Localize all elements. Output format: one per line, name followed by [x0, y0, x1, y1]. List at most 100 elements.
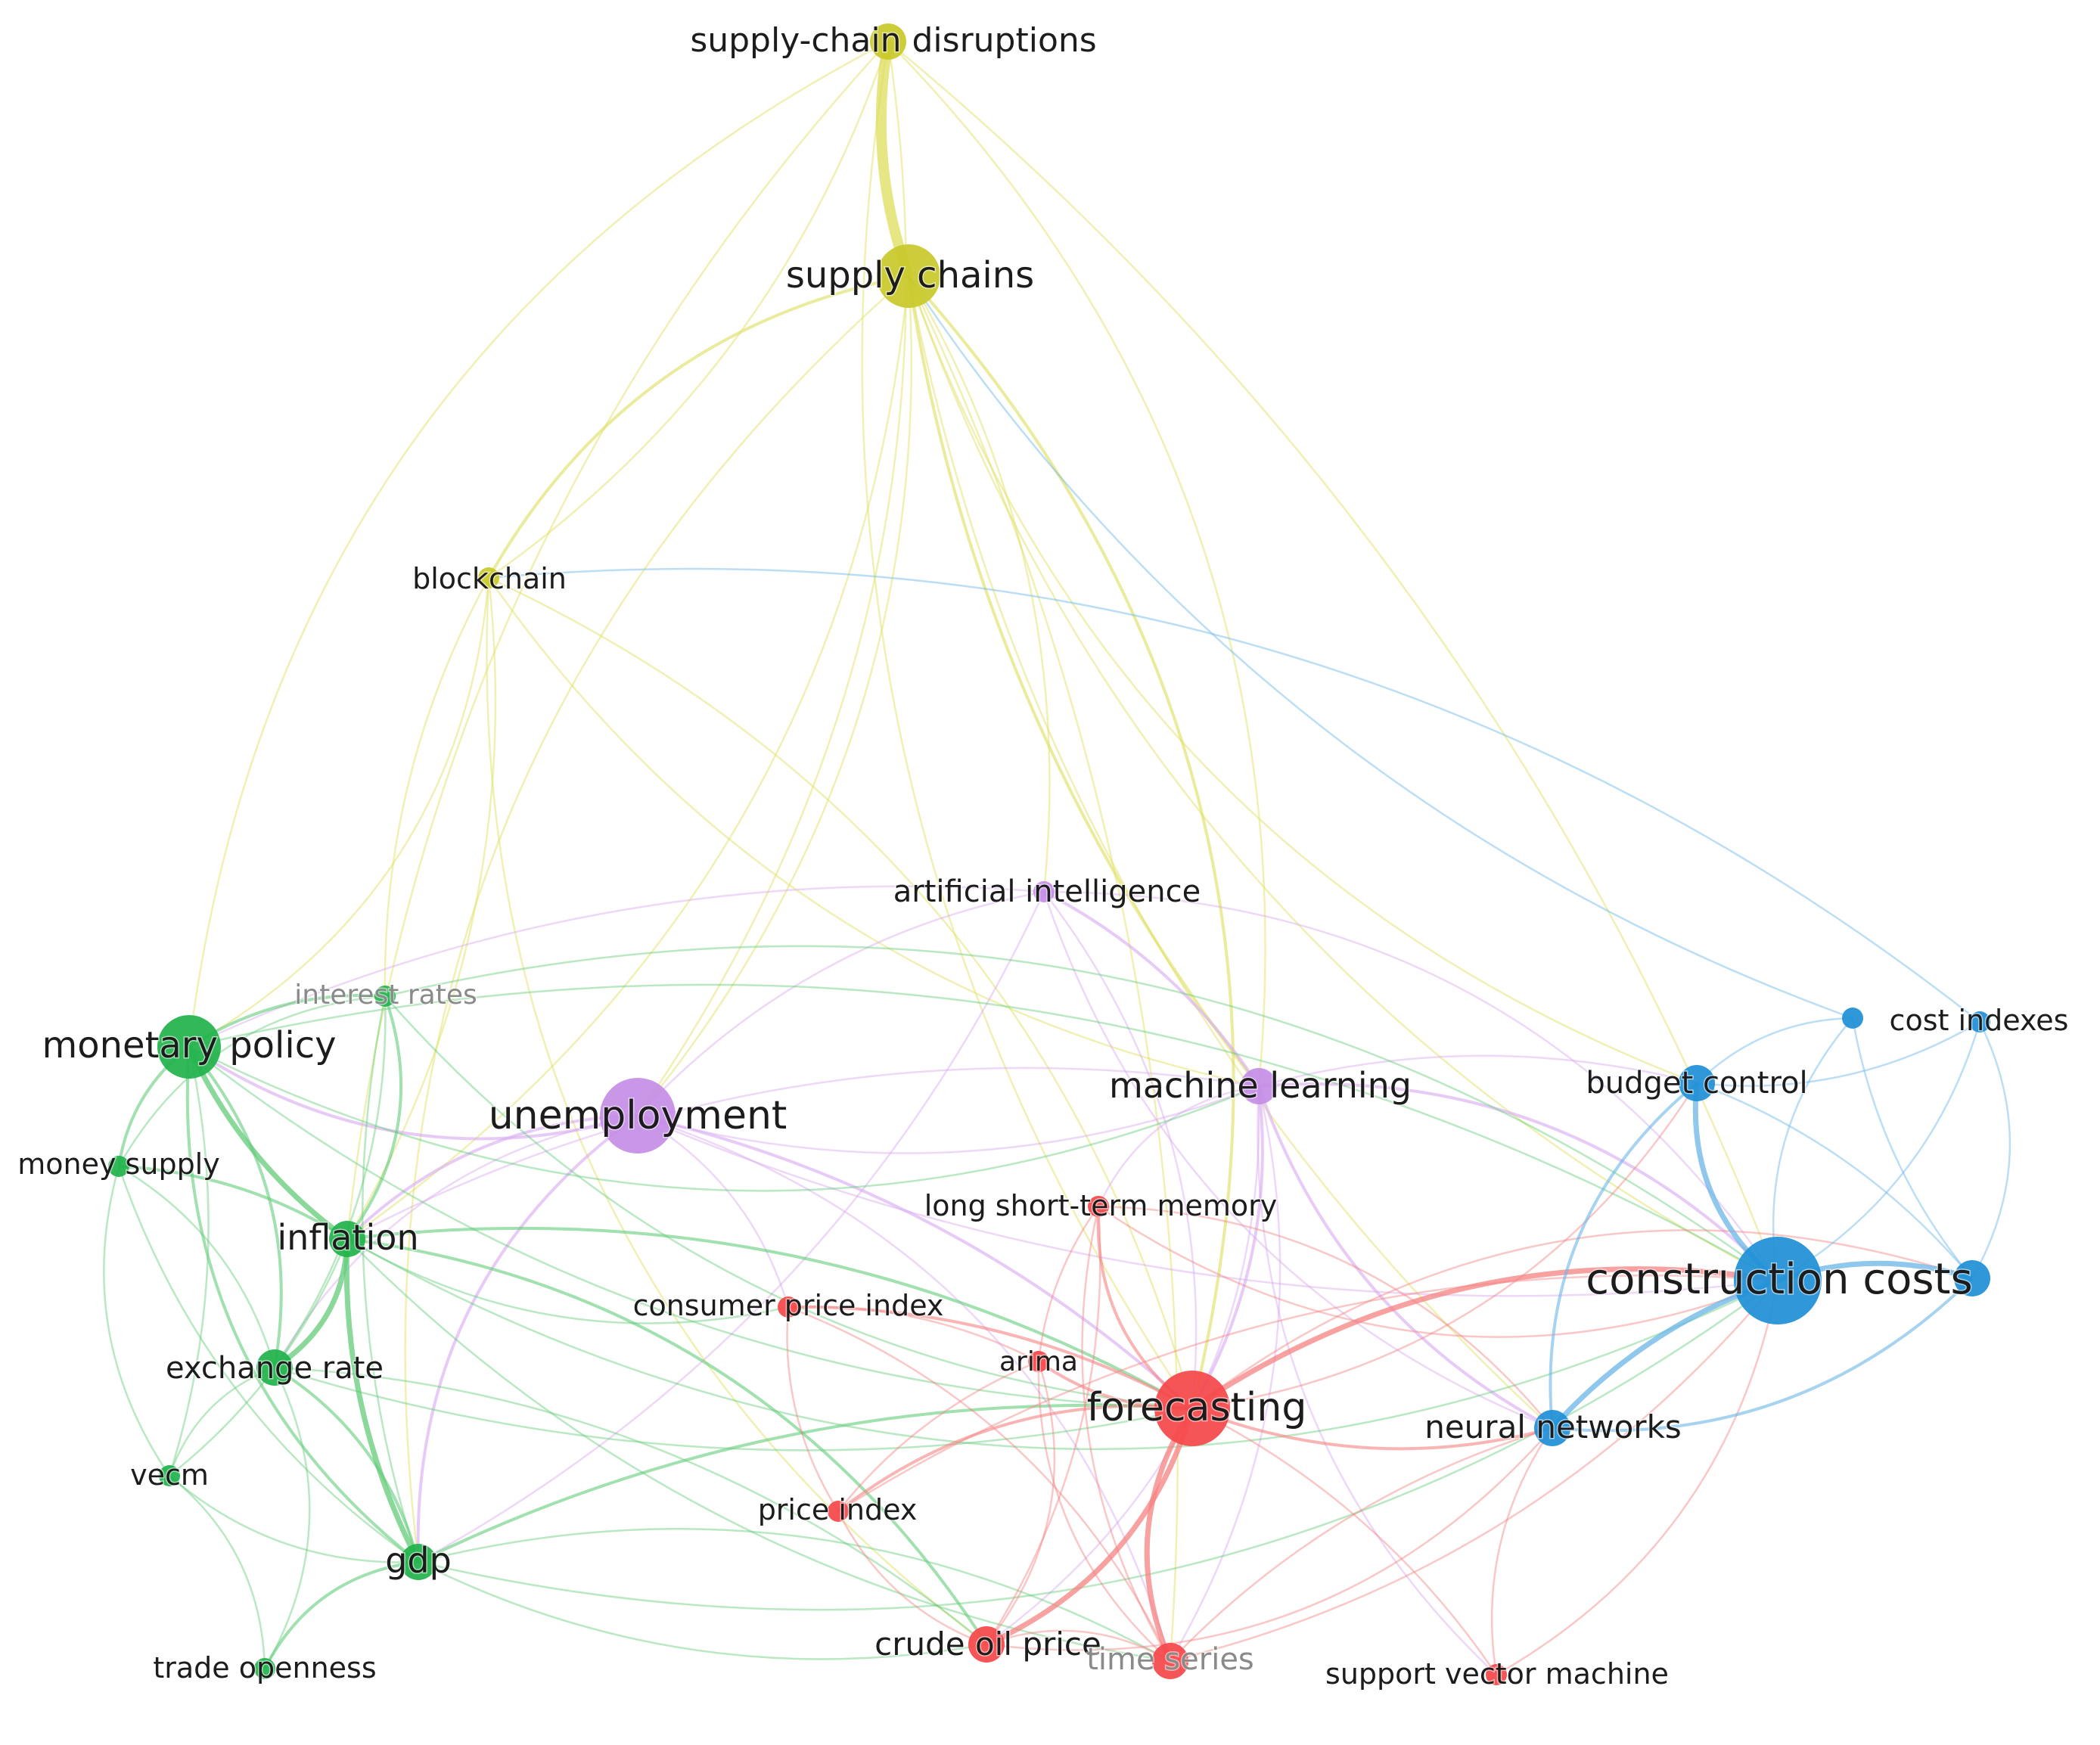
edge-supply_chains-forecasting [907, 275, 1235, 1409]
edge-monetary_policy-gdp [185, 1046, 420, 1563]
node-construction-costs[interactable] [1734, 1237, 1822, 1324]
node-monetary-policy[interactable] [157, 1015, 221, 1079]
edge-supply_chains-construction_costs [907, 275, 1778, 1282]
edge-blockchain-interest_rates [384, 577, 490, 997]
node-inflation[interactable] [329, 1221, 365, 1257]
edge-time_series-neural_networks [1170, 1427, 1553, 1662]
edge-supply_chain_disruptions-forecasting [861, 41, 1194, 1409]
edge-supply_chain_disruptions-machine_learning [887, 41, 1266, 1087]
edge-supply_chains-unemployment [637, 275, 912, 1116]
edge-exchange_rate-gdp [273, 1366, 420, 1563]
edge-interest_rates-exchange_rate [273, 995, 387, 1368]
edge-unemployment-monetary_policy [188, 1045, 638, 1141]
label-exchange-rate: exchange rate [166, 1351, 384, 1386]
edge-blue_small-supply_chains [907, 275, 1853, 1020]
node-time-series[interactable] [1152, 1643, 1188, 1679]
edge-forecasting-construction_costs [1191, 1266, 1778, 1411]
edge-monetary_policy-machine_learning [188, 1045, 1260, 1192]
node-neural-networks[interactable] [1534, 1410, 1570, 1446]
edge-supply_chains-inflation [346, 275, 910, 1240]
edge-support_vector_machine-neural_networks [1490, 1427, 1554, 1675]
edge-forecasting-consumer_price_index [788, 1305, 1193, 1410]
node-cost-indexes[interactable] [1969, 1011, 1990, 1032]
edge-unemployment-construction_costs [637, 1114, 1778, 1297]
node-exchange-rate[interactable] [256, 1349, 293, 1386]
edge-machine_learning-inflation [346, 1067, 1260, 1240]
edge-artificial_intelligence-neural_networks [1042, 891, 1553, 1430]
label-time-series: time series [1086, 1642, 1254, 1677]
edge-monetary_policy-forecasting [188, 1046, 1193, 1410]
label-unemployment: unemployment [489, 1093, 788, 1138]
edge-blockchain-forecasting [488, 576, 1194, 1409]
edge-supply_chains-artificial_intelligence [907, 275, 1051, 893]
edge-supply_chain_disruptions-supply_chains [875, 40, 914, 278]
node-interest-rates[interactable] [374, 986, 396, 1007]
edge-artificial_intelligence-gdp [418, 891, 1045, 1563]
node-consumer-price-index[interactable] [778, 1296, 799, 1318]
edge-supply_chains-machine_learning [907, 275, 1260, 1088]
edge-budget_control-neural_networks [1549, 1082, 1698, 1429]
edge-arima-time_series [1037, 1361, 1171, 1662]
edge-machine_learning-support_vector_machine [1257, 1085, 1497, 1675]
node-budget-control[interactable] [1679, 1065, 1715, 1101]
edge-crude_oil_price-neural_networks [986, 1427, 1553, 1651]
label-machine-learning: machine learning [1109, 1065, 1412, 1106]
node-crude-oil-price[interactable] [968, 1626, 1005, 1663]
edge-machine_learning-long_short_term_memory [1097, 1085, 1260, 1207]
edge-interest_rates-forecasting [384, 995, 1193, 1410]
label-cost-indexes: cost indexes [1890, 1004, 2069, 1037]
edge-arima-crude_oil_price [986, 1361, 1056, 1645]
edge-budget_control-blue_small [1696, 1017, 1853, 1084]
edge-inflation-consumer_price_index [346, 1237, 789, 1324]
node-supply-chain-disruptions[interactable] [870, 23, 906, 60]
node-trade-openness[interactable] [254, 1658, 275, 1679]
node-long-short-term-memory[interactable] [1088, 1196, 1109, 1217]
node-vecm[interactable] [159, 1465, 180, 1486]
edge-inflation-forecasting [346, 1226, 1193, 1410]
label-money-supply: money supply [17, 1147, 219, 1181]
node-price-index[interactable] [828, 1501, 849, 1522]
node-arima[interactable] [1028, 1351, 1049, 1372]
node-forecasting[interactable] [1154, 1371, 1230, 1446]
edge-inflation-crude_oil_price [346, 1237, 988, 1646]
edge-long_short_term_memory-crude_oil_price [985, 1206, 1101, 1645]
label-arima: arima [999, 1346, 1078, 1377]
edge-monetary_policy-vecm [168, 1046, 210, 1476]
label-supply-chains: supply chains [786, 254, 1034, 297]
edge-time_series-construction_costs [1170, 1280, 1778, 1663]
node-machine-learning[interactable] [1241, 1068, 1277, 1104]
edge-supply_chains-neural_networks [907, 275, 1553, 1429]
edge-arima-price_index [837, 1360, 1039, 1512]
edge-interest_rates-money_supply [117, 995, 386, 1167]
edge-machine_learning-time_series [1169, 1085, 1281, 1662]
label-vecm: vecm [130, 1458, 209, 1492]
edge-artificial_intelligence-forecasting [1043, 891, 1198, 1409]
node-support-vector-machine[interactable] [1486, 1664, 1507, 1685]
label-consumer-price-index: consumer price index [633, 1289, 944, 1322]
label-interest-rates: interest rates [294, 980, 477, 1011]
node-blockchain[interactable] [478, 567, 499, 588]
edge-consumer_price_index-time_series [788, 1306, 1172, 1662]
edge-forecasting-support_vector_machine [1191, 1407, 1498, 1675]
node-money-supply[interactable] [108, 1156, 129, 1177]
node-estimating[interactable] [1954, 1260, 1990, 1296]
label-monetary-policy: monetary policy [42, 1024, 336, 1067]
node-gdp[interactable] [400, 1544, 436, 1580]
edge-gdp-time_series [418, 1527, 1171, 1663]
label-construction-costs: construction costs [1586, 1255, 1972, 1304]
edge-inflation-gdp [343, 1238, 421, 1563]
node-supply-chains[interactable] [877, 244, 940, 308]
node-layer [108, 23, 1990, 1685]
label-supply-chain-disruptions: supply-chain disruptions [690, 21, 1096, 60]
edge-supply_chains-blockchain [487, 275, 909, 579]
edge-unemployment-exchange_rate [273, 1114, 638, 1368]
node-blue-small[interactable] [1842, 1008, 1863, 1029]
node-unemployment[interactable] [600, 1078, 676, 1154]
edge-inflation-construction_costs [346, 1237, 1778, 1451]
edge-budget_control-estimating [1696, 1082, 1973, 1279]
node-artificial-intelligence[interactable] [1033, 881, 1055, 902]
edge-budget_control-cost_indexes [1696, 1020, 1980, 1087]
edge-money_supply-inflation [118, 1165, 349, 1240]
